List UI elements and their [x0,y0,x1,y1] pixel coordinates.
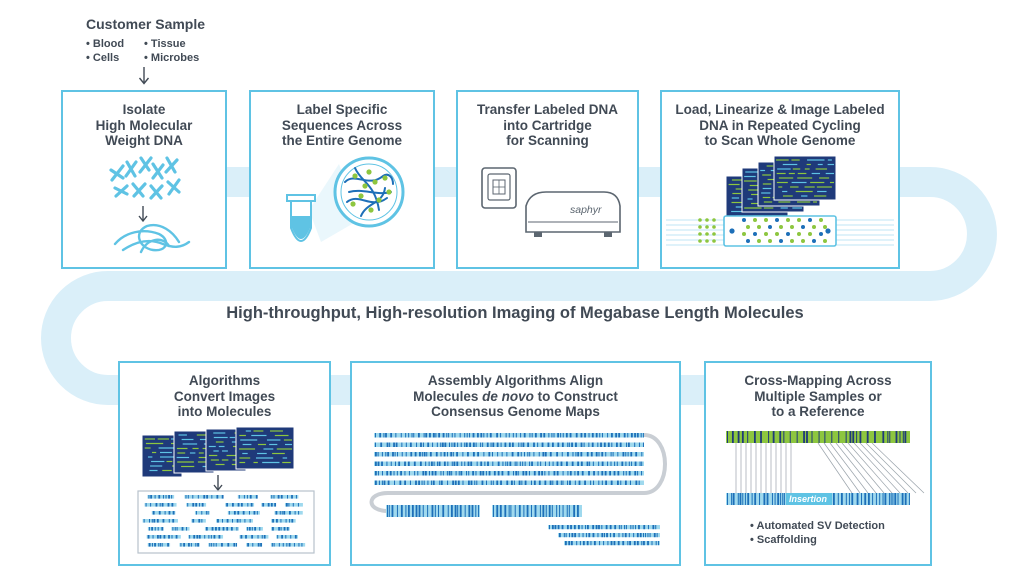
chromosomes-icon [109,156,181,200]
molecule-barcode [186,503,207,507]
molecule-barcode [142,519,178,523]
molecule-barcode [271,527,290,531]
molecule-barcode [261,503,277,507]
molecule-barcode [188,535,224,539]
molecule-barcode [204,527,239,531]
step-title: Transfer Labeled DNA into Cartridge for … [476,102,619,148]
chip-icon [481,167,517,209]
magnified-dna-icon [333,156,405,228]
dna-isolation-illustration [109,156,191,254]
convert-illustration [137,426,315,554]
step-title: Assembly Algorithms Align Molecules de n… [413,373,618,419]
arrow-down-icon [138,206,148,223]
molecule-barcode [374,471,644,476]
step-label-sequences: Label Specific Sequences Across the Enti… [249,90,435,269]
molecule-barcode [276,535,298,539]
sample-item-cells: • Cells [86,52,120,64]
molecule-barcode [832,493,910,505]
molecule-barcode [194,511,210,515]
molecule-barcode [151,511,176,515]
molecule-barcode [374,433,644,438]
molecule-barcode [147,495,175,499]
step-title: Isolate High Molecular Weight DNA [95,102,193,148]
step-title: Algorithms Convert Images into Molecules [173,373,276,419]
molecule-barcode [147,543,171,547]
molecule-barcode [216,519,253,523]
image-stack-illustration [666,155,894,247]
instrument-label: saphyr [570,204,602,216]
step-cross-mapping: Cross-Mapping Across Multiple Samples or… [704,361,932,566]
headline: High-throughput, High-resolution Imaging… [226,304,804,322]
molecule-barcode [237,495,258,499]
sample-item-blood: • Blood [86,38,125,50]
cross-mapping-illustration: Insertion [726,431,925,505]
molecule-barcode [227,511,260,515]
molecule-barcode [184,495,224,499]
molecule-barcode [374,480,644,485]
sample-map [726,493,910,505]
nanochannel-chip [666,215,894,247]
molecule-barcode [274,511,303,515]
bullet-scaffolding: • Scaffolding [750,534,817,546]
labeling-illustration [286,156,405,242]
instrument-icon: saphyr [525,191,621,237]
step-transfer-cartridge: Transfer Labeled DNA into Cartridge for … [456,90,639,269]
molecule-barcode [225,503,255,507]
arrow-down-icon [213,475,223,492]
molecule-barcode [144,503,177,507]
molecule-barcode [374,452,644,457]
molecule-barcode [386,505,480,517]
insertion-label: Insertion [789,494,828,504]
molecule-barcode [179,543,200,547]
customer-sample: Customer Sample • Blood • Tissue • Cells… [86,16,236,64]
image-frame [235,426,295,470]
alignment-lines [735,442,925,494]
molecule-barcode [271,519,296,523]
molecule-barcode [374,442,644,447]
molecule-barcode [492,505,582,517]
cartridge-illustration: saphyr [481,167,621,237]
step-convert-images: Algorithms Convert Images into Molecules [118,361,331,566]
step-title: Cross-Mapping Across Multiple Samples or… [744,373,892,419]
sample-item-tissue: • Tissue [144,38,186,50]
molecule-barcode [208,543,238,547]
bullet-sv-detection: • Automated SV Detection [750,520,885,532]
molecule-barcode [246,543,263,547]
sample-item-microbes: • Microbes [144,52,200,64]
tube-icon [286,194,316,242]
assembly-illustration [369,433,667,546]
molecule-barcode [564,541,660,546]
molecule-barcode [726,431,910,443]
molecule-barcode [726,493,786,505]
image-frame [773,155,837,201]
down-arrow-icon [138,67,150,85]
molecule-barcode [171,527,190,531]
molecule-barcode [239,535,269,539]
step-title: Label Specific Sequences Across the Enti… [281,102,403,148]
molecule-barcode [270,543,306,547]
molecule-barcode [284,503,303,507]
molecule-barcode [270,495,299,499]
customer-sample-title: Customer Sample [86,16,206,32]
molecule-barcode [146,535,181,539]
molecule-barcode [191,519,206,523]
reference-map [726,431,910,443]
step-isolate-dna: Isolate High Molecular Weight DNA [61,90,227,269]
molecule-barcode [374,461,644,466]
dna-tangle-icon [113,223,191,254]
molecule-barcode [548,525,660,530]
molecule-barcode [147,527,164,531]
molecule-barcode [558,533,660,538]
step-image-dna: Load, Linearize & Image Labeled DNA in R… [660,90,900,269]
molecule-barcode [246,527,263,531]
step-assembly: Assembly Algorithms Align Molecules de n… [350,361,681,566]
magnify-cone [309,164,359,242]
step-title: Load, Linearize & Image Labeled DNA in R… [675,102,885,148]
